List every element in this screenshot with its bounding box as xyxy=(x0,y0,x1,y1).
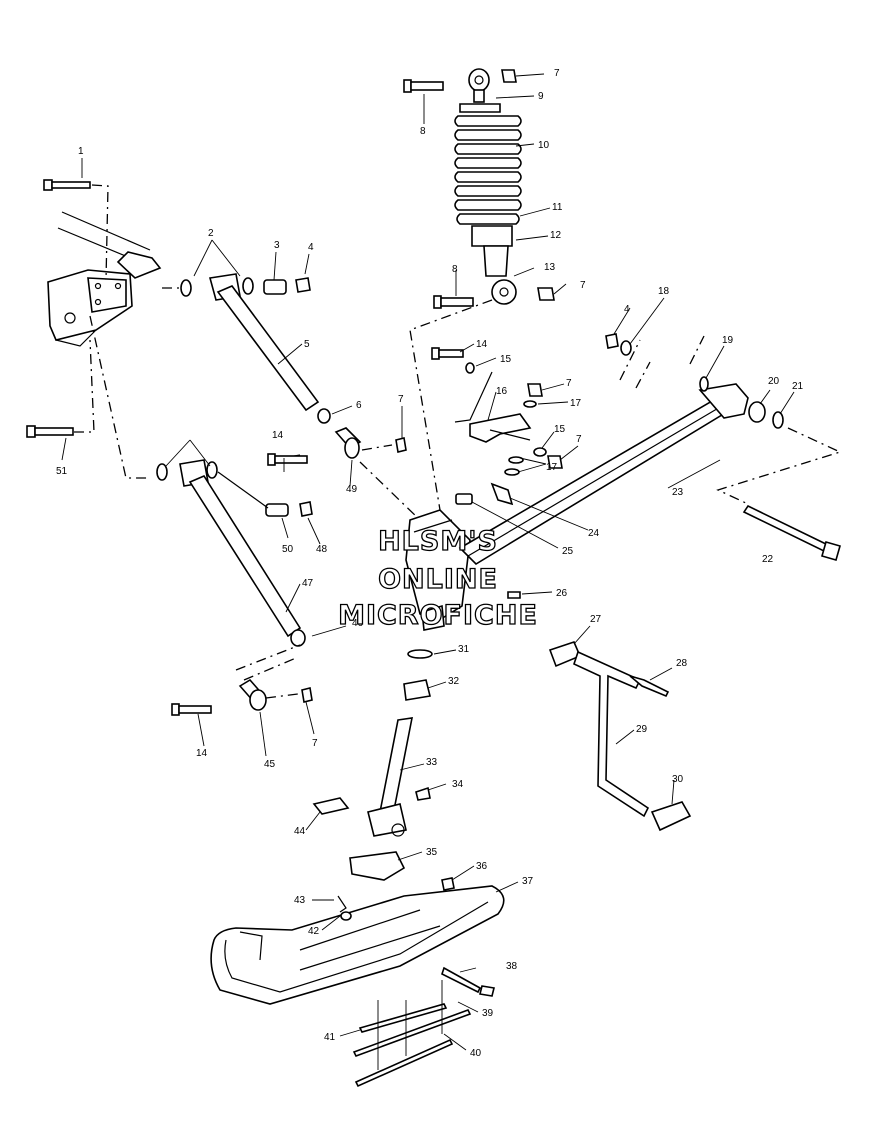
callout-2-upper: 2 xyxy=(208,228,214,239)
callout-27: 27 xyxy=(590,614,602,625)
callout-49: 49 xyxy=(346,484,358,495)
callout-7-arm: 7 xyxy=(398,394,404,405)
watermark-line-3: MICROFICHE xyxy=(338,600,538,631)
callout-42: 42 xyxy=(308,926,320,937)
callout-7-lower: 7 xyxy=(312,738,318,749)
callout-50: 50 xyxy=(282,544,294,555)
callout-51: 51 xyxy=(56,466,68,477)
callout-20: 20 xyxy=(768,376,780,387)
callout-7-nut: 7 xyxy=(576,434,582,445)
callout-8-top: 8 xyxy=(420,126,426,137)
callout-16: 16 xyxy=(496,386,508,397)
part-49-rod-end xyxy=(334,427,362,459)
callout-21: 21 xyxy=(792,381,804,392)
callout-23: 23 xyxy=(672,487,684,498)
callout-15-top: 15 xyxy=(500,354,512,365)
callout-17-mid: 17 xyxy=(546,462,558,473)
callout-4-left: 4 xyxy=(308,242,314,253)
part-16-bracket xyxy=(469,413,532,443)
callout-19: 19 xyxy=(722,335,734,346)
watermark: HLSM'S ONLINE MICROFICHE xyxy=(337,525,538,631)
callout-14-mid: 14 xyxy=(272,430,284,441)
callout-30: 30 xyxy=(672,774,684,785)
callout-14-low: 14 xyxy=(196,748,208,759)
part-14-bolt-top xyxy=(431,347,464,360)
part-51-bolt xyxy=(26,425,74,438)
callout-32: 32 xyxy=(448,676,460,687)
callout-39: 39 xyxy=(482,1008,494,1019)
callout-18: 18 xyxy=(658,286,670,297)
callout-12: 12 xyxy=(550,230,562,241)
callout-24: 24 xyxy=(588,528,600,539)
callout-34: 34 xyxy=(452,779,464,790)
callout-38: 38 xyxy=(506,961,518,972)
callout-7-bracket: 7 xyxy=(566,378,572,389)
watermark-line-1: HLSM'S xyxy=(378,526,498,557)
part-47-lower-a-arm xyxy=(156,459,313,647)
part-33-spindle xyxy=(367,717,414,837)
part-29-handle xyxy=(548,641,692,832)
callout-41: 41 xyxy=(324,1032,336,1043)
part-37-ski xyxy=(210,885,505,1005)
part-5-upper-a-arm xyxy=(180,273,331,424)
callout-9: 9 xyxy=(538,91,544,102)
callout-37: 37 xyxy=(522,876,534,887)
callout-3: 3 xyxy=(274,240,280,251)
callout-46: 46 xyxy=(352,618,364,629)
callout-22: 22 xyxy=(762,554,774,565)
callout-labels: 1 2 3 4 5 6 7 7 7 7 7 7 8 8 9 10 11 12 1… xyxy=(56,68,804,1059)
callout-44: 44 xyxy=(294,826,306,837)
callout-25: 25 xyxy=(562,546,574,557)
callout-33: 33 xyxy=(426,757,438,768)
callout-4-right: 4 xyxy=(624,304,630,315)
callout-7-shock-bottom: 7 xyxy=(580,280,586,291)
callout-43: 43 xyxy=(294,895,306,906)
callout-13: 13 xyxy=(544,262,556,273)
part-8-bolt-bottom xyxy=(433,295,474,309)
callout-45: 45 xyxy=(264,759,276,770)
callout-40: 40 xyxy=(470,1048,482,1059)
callout-8-bottom: 8 xyxy=(452,264,458,275)
callout-28: 28 xyxy=(676,658,688,669)
part-1-bolt xyxy=(43,179,91,191)
callout-17-top: 17 xyxy=(570,398,582,409)
callout-48: 48 xyxy=(316,544,328,555)
part-14-bolt-low xyxy=(171,703,212,716)
part-14-bolt-mid xyxy=(267,453,308,466)
callout-35: 35 xyxy=(426,847,438,858)
spindle-housing xyxy=(405,509,471,631)
callout-15-mid: 15 xyxy=(554,424,566,435)
chassis-bracket xyxy=(47,211,162,347)
watermark-line-2: ONLINE xyxy=(378,564,498,595)
callout-10: 10 xyxy=(538,140,550,151)
callout-11: 11 xyxy=(552,202,563,213)
callout-6: 6 xyxy=(356,400,362,411)
callout-26: 26 xyxy=(556,588,568,599)
callout-14-top: 14 xyxy=(476,339,488,350)
callout-47: 47 xyxy=(302,578,314,589)
shock-absorber xyxy=(454,68,522,305)
part-45-rod-end xyxy=(238,678,267,711)
callout-29: 29 xyxy=(636,724,648,735)
callout-31: 31 xyxy=(458,644,470,655)
callout-7-shock-top: 7 xyxy=(554,68,560,79)
part-22-long-bolt xyxy=(742,504,841,561)
callout-1: 1 xyxy=(78,146,84,157)
part-23-steering-arm xyxy=(458,383,749,566)
callout-5: 5 xyxy=(304,339,310,350)
part-8-bolt-top xyxy=(403,79,444,93)
callout-36: 36 xyxy=(476,861,488,872)
leader-lines xyxy=(61,73,795,1070)
